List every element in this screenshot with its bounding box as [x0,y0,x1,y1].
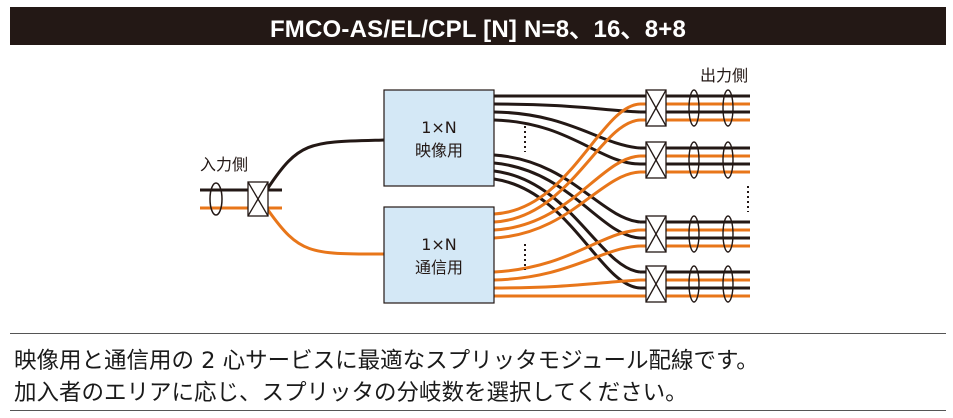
output-connector-2 [645,141,667,179]
divider-top [10,333,946,334]
description-line-2: 加入者のエリアに応じ、スプリッタの分岐数を選択してください。 [14,380,688,406]
input-side-label: 入力側 [200,155,248,174]
description-line-1: 映像用と通信用の 2 心サービスに最適なスプリッタモジュール配線です。 [14,348,759,374]
comm-splitter-box [383,206,495,304]
comm-splitter-label: 通信用 [415,258,463,277]
comm-output-1 [493,102,641,216]
divider-bottom [10,410,946,411]
video-output-4 [493,118,641,166]
output-pair-marker [688,265,700,303]
output-connector-3 [645,215,667,253]
video-splitter-label: 映像用 [415,141,463,160]
video-splitter-box [383,89,495,187]
input-fiber-pair-marker [209,182,223,216]
output-pair-marker [722,89,734,127]
output-pair-marker [688,141,700,179]
video-splitter-ratio: 1×N [421,118,457,137]
video-output-2 [493,102,641,114]
input-connector [247,181,269,217]
output-pair-marker [688,215,700,253]
wiring-diagram: 入力側 出力側 1×N 映像用 1×N 通信用 [200,66,750,304]
comm-output-3 [493,154,641,232]
feeder-fiber-video [266,138,386,189]
comm-splitter-ratio: 1×N [421,235,457,254]
feeder-fiber-comm [266,209,386,256]
video-output-8 [493,177,641,290]
title-bar: FMCO-AS/EL/CPL [N] N=8、16、8+8 [10,7,946,45]
output-pair-marker [722,141,734,179]
comm-output-6 [493,244,641,282]
comm-output-4 [493,170,641,240]
output-pair-marker [722,265,734,303]
comm-output-5 [493,228,641,274]
output-connector-1 [645,89,667,127]
comm-output-7 [493,278,641,290]
video-output-3 [493,110,641,150]
video-output-7 [493,169,641,274]
output-pair-marker [688,89,700,127]
output-pair-marker [722,215,734,253]
comm-output-2 [493,118,641,224]
video-output-5 [493,153,641,224]
output-side-label: 出力側 [700,66,748,85]
output-connector-4 [645,265,667,303]
page-title: FMCO-AS/EL/CPL [N] N=8、16、8+8 [269,15,687,43]
